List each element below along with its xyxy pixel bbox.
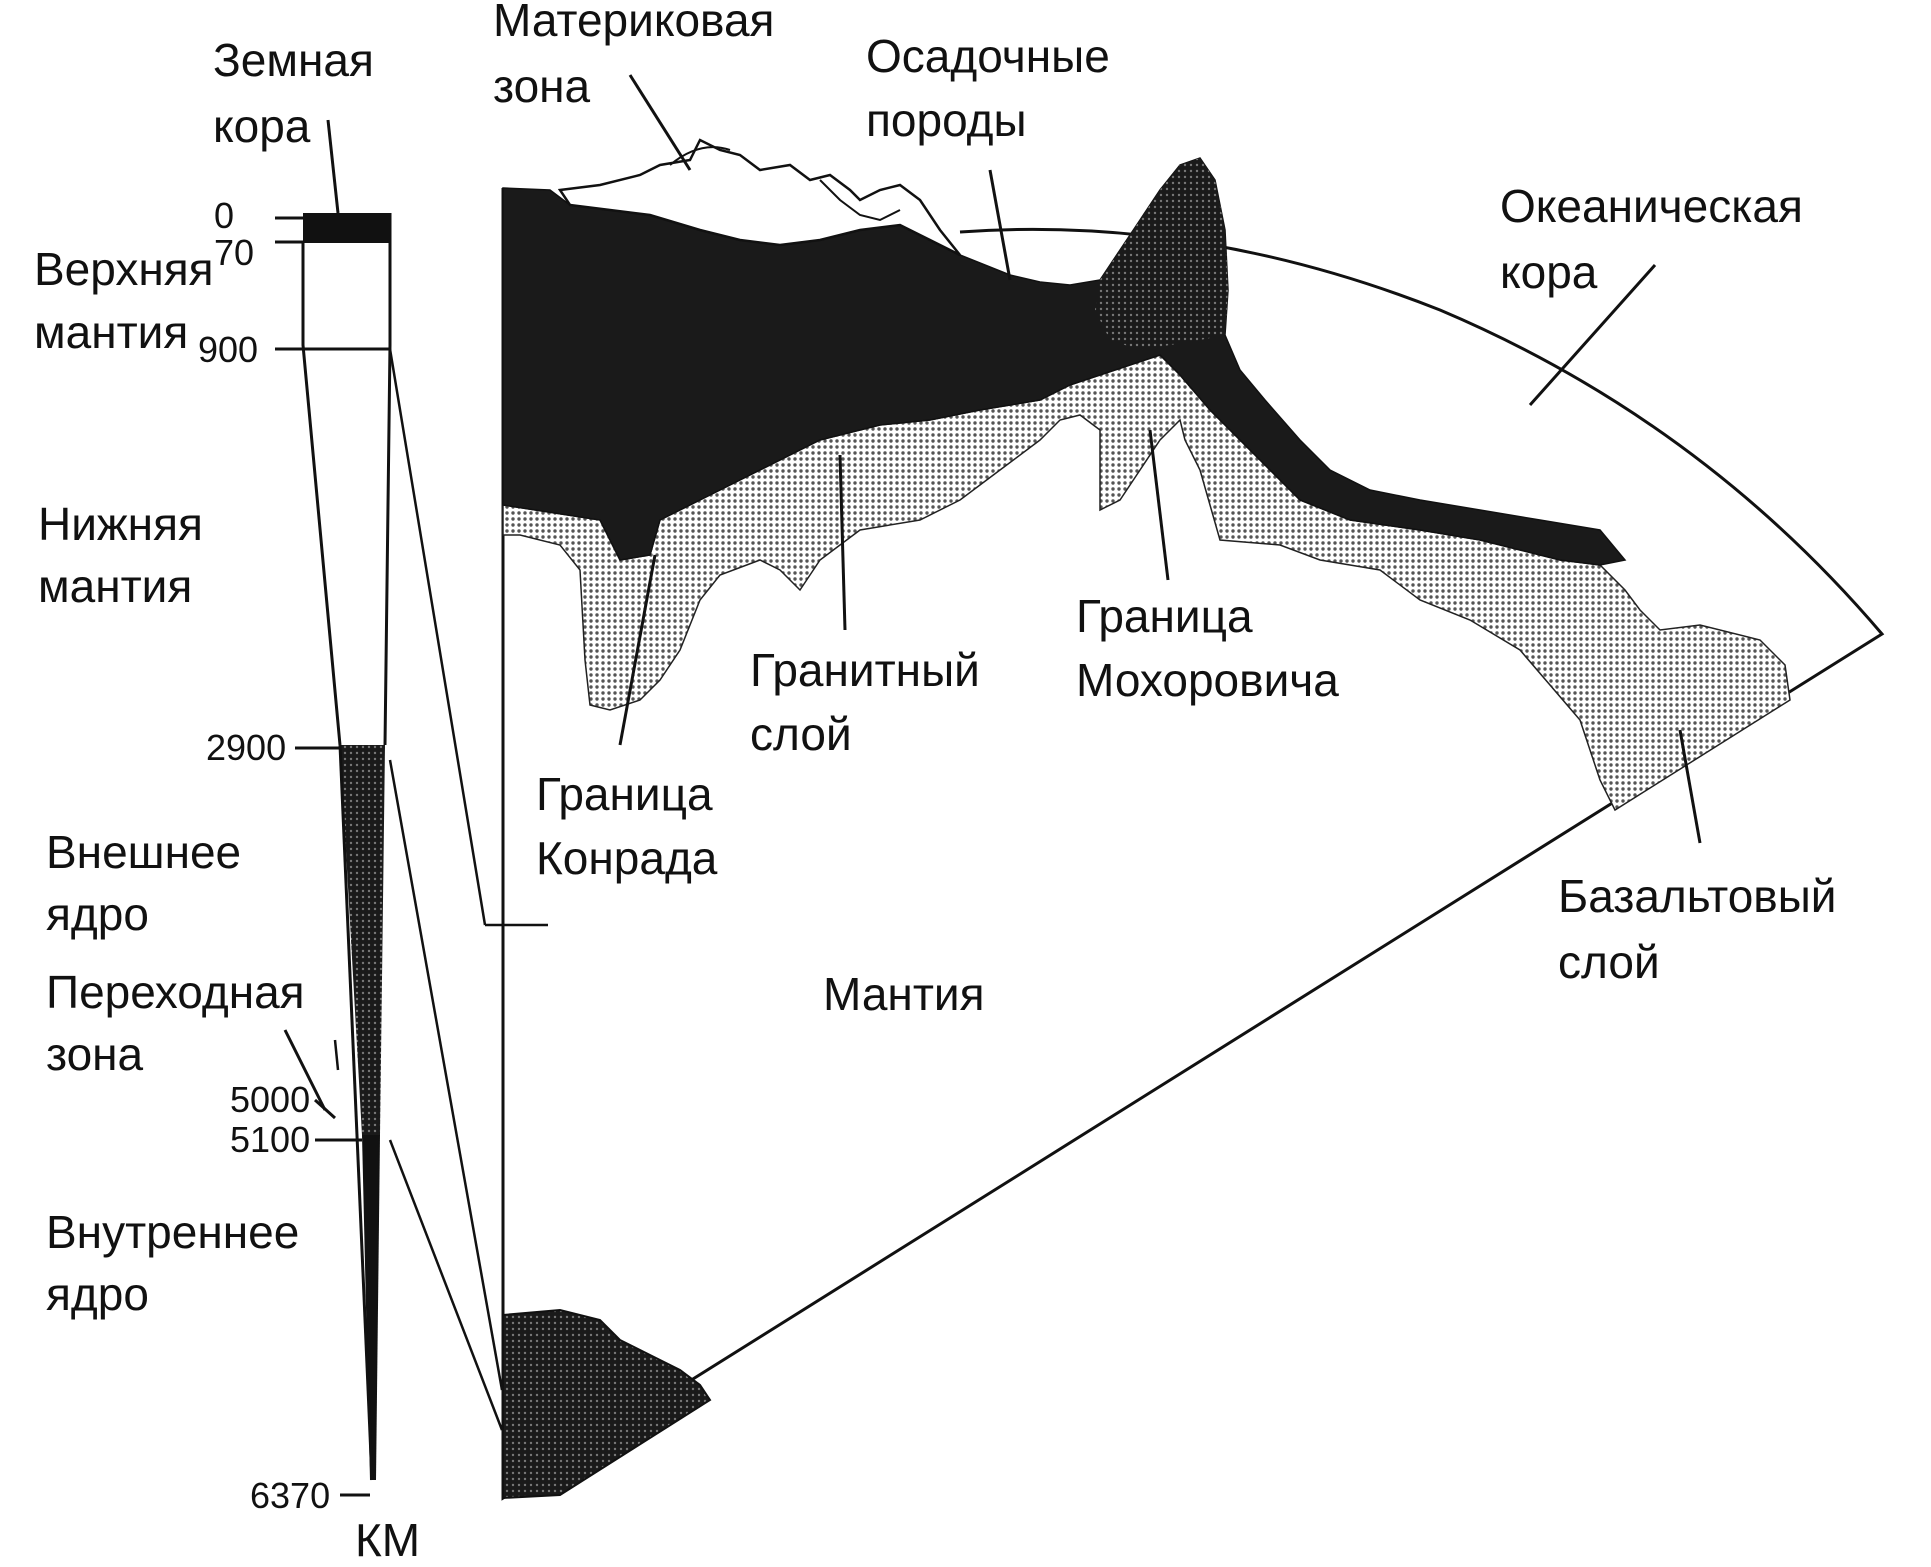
leader-conrad	[618, 554, 657, 746]
label-lower-mantle-1: Нижняя	[38, 498, 203, 550]
depth-unit-label: КМ	[355, 1514, 420, 1566]
labels: Земная кора Верхняя мантия Нижняя мантия…	[34, 0, 1836, 1320]
label-sedimentary-rocks-1: Осадочные	[866, 30, 1110, 82]
tick-label-6370: 6370	[250, 1475, 330, 1516]
label-granite-layer-1: Гранитный	[750, 644, 980, 696]
tick-label-0: 0	[214, 195, 234, 236]
connector-lines	[333, 348, 548, 1431]
tick-label-900: 900	[198, 329, 258, 370]
leader-oceanic	[1528, 264, 1657, 406]
mountain-peak-texture	[1095, 158, 1228, 350]
depth-tick-labels: 0 70 900 2900 5000 5100 6370 КМ	[198, 195, 420, 1566]
tick-label-5100: 5100	[230, 1119, 310, 1160]
label-sedimentary-rocks-2: породы	[866, 94, 1027, 146]
cross-section	[501, 138, 1885, 1501]
inner-core-band	[362, 1135, 380, 1480]
label-oceanic-crust-2: кора	[1500, 246, 1598, 298]
outer-core-band	[340, 745, 385, 1135]
crust-band	[303, 213, 390, 243]
label-earth-crust-1: Земная	[213, 34, 374, 86]
core-wedge	[502, 1308, 712, 1500]
label-outer-core-1: Внешнее	[46, 826, 241, 878]
leader-moho	[1148, 429, 1170, 581]
label-inner-core-1: Внутреннее	[46, 1206, 299, 1258]
column-right-edge	[383, 213, 392, 746]
label-basalt-layer-2: слой	[1558, 936, 1660, 988]
label-upper-mantle-2: мантия	[34, 306, 188, 358]
column-left-edge	[301, 243, 342, 746]
label-transition-zone-2: зона	[46, 1028, 144, 1080]
tick-label-70: 70	[214, 232, 254, 273]
label-transition-zone-1: Переходная	[46, 966, 305, 1018]
label-moho-boundary-2: Мохоровича	[1076, 654, 1339, 706]
label-upper-mantle-1: Верхняя	[34, 243, 214, 295]
leader-sedimentary	[988, 169, 1012, 281]
leader-earth-crust	[326, 119, 340, 214]
leader-basalt	[1678, 729, 1702, 844]
leader-transition	[283, 1029, 327, 1111]
label-earth-crust-2: кора	[213, 100, 311, 152]
label-mantle: Мантия	[823, 968, 985, 1020]
label-continental-zone-1: Материковая	[493, 0, 774, 46]
depth-ticks	[275, 216, 390, 1497]
section-outline	[501, 188, 1885, 1501]
label-inner-core-2: ядро	[46, 1268, 149, 1320]
sedimentary-detail	[669, 146, 901, 222]
label-continental-zone-2: зона	[493, 60, 591, 112]
depth-column	[301, 213, 392, 1481]
label-lower-mantle-2: мантия	[38, 560, 192, 612]
tick-label-5000: 5000	[230, 1079, 310, 1120]
label-granite-layer-2: слой	[750, 708, 852, 760]
label-moho-boundary-1: Граница	[1076, 590, 1253, 642]
label-conrad-boundary-2: Конрада	[536, 832, 718, 884]
tick-label-2900: 2900	[206, 727, 286, 768]
leader-lines	[283, 74, 1702, 1111]
label-conrad-boundary-1: Граница	[536, 768, 713, 820]
label-oceanic-crust-1: Океаническая	[1500, 180, 1803, 232]
leader-granite	[838, 454, 847, 631]
column-left-lower-edge	[338, 744, 374, 1481]
label-basalt-layer-1: Базальтовый	[1558, 870, 1836, 922]
label-outer-core-2: ядро	[46, 888, 149, 940]
sedimentary-rocks-region	[557, 138, 961, 257]
leader-continental	[628, 74, 692, 171]
